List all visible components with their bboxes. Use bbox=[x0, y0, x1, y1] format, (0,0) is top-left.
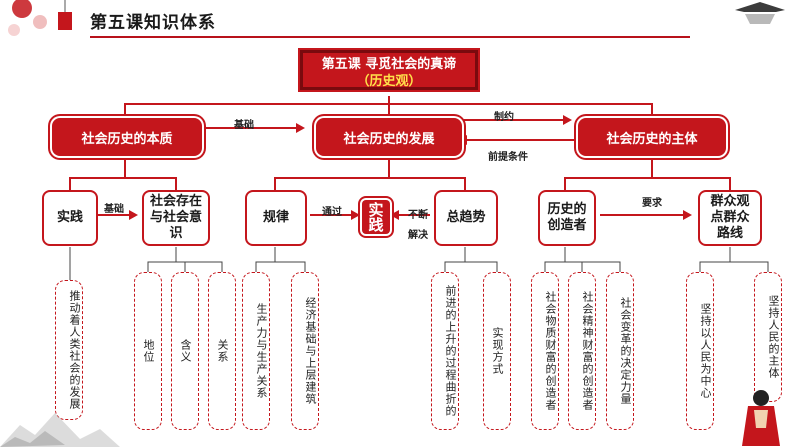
node-mass-view: 群众观点群众路线 bbox=[698, 190, 762, 246]
leaf-status: 地位 bbox=[134, 272, 162, 430]
leaf-meaning: 含义 bbox=[171, 272, 199, 430]
node-practice-center: 实践 bbox=[362, 200, 390, 234]
node-development: 社会历史的发展 bbox=[316, 118, 462, 156]
label-require: 要求 bbox=[642, 198, 662, 209]
title-underline bbox=[90, 36, 690, 38]
figure-decoration bbox=[742, 390, 780, 446]
leaf-relation: 关系 bbox=[208, 272, 236, 430]
node-creator: 历史的创造者 bbox=[538, 190, 596, 246]
leaf-transform: 社会变革的决定力量 bbox=[606, 272, 634, 430]
root-subtitle: （历史观） bbox=[356, 74, 422, 89]
leaf-upward: 前进的上升的过程曲折的 bbox=[431, 272, 459, 430]
leaf-people-subject: 坚持人民的主体 bbox=[754, 272, 782, 402]
leaf-people-center: 坚持以人民为中心 bbox=[686, 272, 714, 430]
leaf-spiritual: 社会精神财富的创造者 bbox=[568, 272, 596, 430]
node-subject: 社会历史的主体 bbox=[578, 118, 726, 156]
leaf-productive: 生产力与生产关系 bbox=[242, 272, 270, 430]
page-title: 第五课知识体系 bbox=[90, 13, 216, 33]
label-through: 通过 bbox=[322, 207, 342, 218]
leaf-way: 实现方式 bbox=[483, 272, 511, 430]
node-practice: 实践 bbox=[42, 190, 98, 246]
leaf-push: 推动着人类社会的发展 bbox=[55, 280, 83, 420]
node-law: 规律 bbox=[245, 190, 307, 246]
node-existence: 社会存在与社会意识 bbox=[142, 190, 210, 246]
label-solve: 解决 bbox=[408, 230, 428, 241]
header-decoration bbox=[8, 0, 785, 36]
label-constantly: 不断 bbox=[408, 210, 428, 221]
label-premise: 前提条件 bbox=[488, 152, 528, 163]
root-topic: 第五课 寻觅社会的真谛 （历史观） bbox=[300, 50, 478, 90]
root-title: 第五课 寻觅社会的真谛 bbox=[321, 57, 457, 72]
label-basis: 基础 bbox=[234, 120, 254, 131]
leaf-material: 社会物质财富的创造者 bbox=[531, 272, 559, 430]
label-basis-2: 基础 bbox=[104, 204, 124, 215]
node-essence: 社会历史的本质 bbox=[52, 118, 202, 156]
node-trend: 总趋势 bbox=[434, 190, 498, 246]
label-restrict: 制约 bbox=[494, 112, 514, 123]
leaf-economic: 经济基础与上层建筑 bbox=[291, 272, 319, 430]
mountain-decoration bbox=[0, 413, 120, 447]
